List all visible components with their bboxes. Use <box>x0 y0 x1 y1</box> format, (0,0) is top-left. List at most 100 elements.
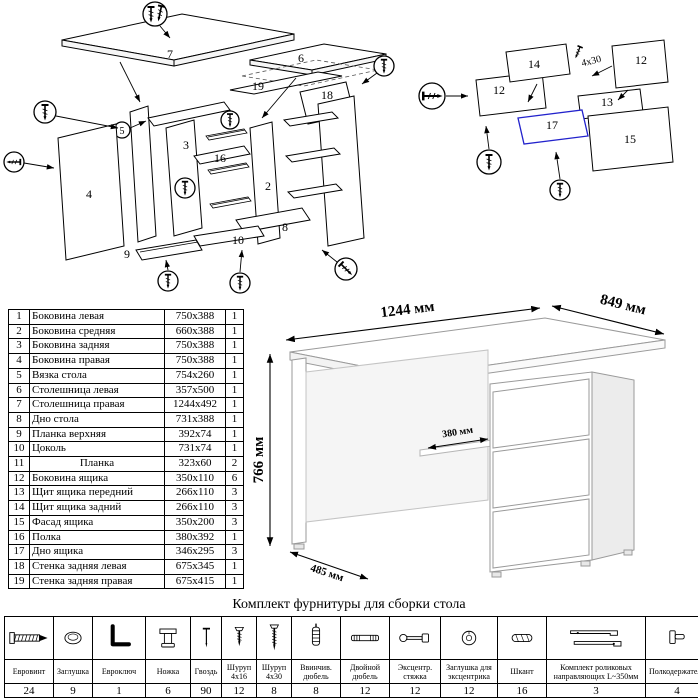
furniture-panel <box>135 239 203 261</box>
parts-cell-qty: 1 <box>225 426 244 443</box>
hardware-item-name: Двойной дюбель <box>340 659 390 684</box>
nail-icon <box>190 616 222 660</box>
hardware-item-name: Шуруп 4x16 <box>221 659 257 684</box>
hardware-item-qty: 12 <box>221 683 257 698</box>
parts-cell-size: 731x74 <box>164 441 226 458</box>
screw-4x16-icon <box>221 616 257 660</box>
parts-cell-num: 7 <box>8 397 30 413</box>
parts-cell-name: Столешница правая <box>29 397 165 413</box>
parts-cell-num: 14 <box>8 500 30 516</box>
screw-4x30-icon <box>256 616 292 660</box>
leader-arrow <box>321 249 338 263</box>
part-label: 9 <box>124 247 130 261</box>
dimension-side: 485 мм <box>309 562 346 584</box>
parts-cell-name: Фасад ящика <box>29 514 165 531</box>
desk-render: 1244 мм 849 мм 766 мм 380 мм 485 мм <box>251 292 666 584</box>
hardware-item-name: Гвоздь <box>190 659 222 684</box>
furniture-panel <box>129 105 157 243</box>
parts-cell-name: Боковина правая <box>29 353 165 369</box>
parts-cell-num: 11 <box>8 456 30 472</box>
part-label: 19 <box>252 79 264 93</box>
exploded-diagrams: 7 6 19 18 5 3 <box>3 1 674 294</box>
parts-cell-name: Цоколь <box>29 441 165 458</box>
furniture-panel <box>193 225 265 247</box>
parts-cell-qty: 1 <box>225 323 244 340</box>
parts-cell-size: 750x388 <box>164 309 226 325</box>
parts-cell-num: 5 <box>8 367 30 384</box>
part-label: 5 <box>120 126 125 137</box>
part-label: 10 <box>232 233 244 247</box>
hardware-item-qty: 12 <box>340 683 390 698</box>
parts-cell-size: 392x74 <box>164 426 226 443</box>
hardware-item-name: Полкодержатель <box>645 659 698 684</box>
panel-drawer-bottom <box>517 109 589 145</box>
hardware-item-name: Шкант <box>497 659 547 684</box>
parts-cell-size: 660x388 <box>164 323 226 340</box>
parts-cell-qty: 3 <box>225 514 244 531</box>
roller-guides-icon <box>546 616 646 660</box>
parts-cell-num: 2 <box>8 323 30 340</box>
furniture-panel <box>57 123 125 261</box>
furniture-panel <box>229 71 343 95</box>
parts-cell-name: Боковина средняя <box>29 323 165 340</box>
parts-cell-name: Стенка задняя левая <box>29 558 165 575</box>
part-label: 4 <box>86 187 92 201</box>
part-label: 12 <box>635 53 647 67</box>
parts-cell-size: 731x388 <box>164 411 226 428</box>
leader-arrow <box>591 65 613 77</box>
furniture-panel <box>235 207 311 233</box>
parts-cell-num: 3 <box>8 338 30 355</box>
dimension-depth: 849 мм <box>598 292 647 319</box>
leader-arrow <box>119 61 141 103</box>
hardware-item-name: Заглушка <box>53 659 93 684</box>
parts-cell-size: 346x295 <box>164 544 226 560</box>
part-label: 18 <box>321 88 333 102</box>
leader-arrow <box>484 125 490 150</box>
part-label: 13 <box>601 95 613 109</box>
leader-arrow <box>55 115 119 130</box>
hardware-item-qty: 3 <box>546 683 646 698</box>
hardware-item-name: Шуруп 4x30 <box>256 659 292 684</box>
wood-dowel-icon <box>497 616 547 660</box>
furniture-panel <box>611 39 669 89</box>
parts-cell-num: 8 <box>8 411 30 428</box>
parts-cell-num: 15 <box>8 514 30 531</box>
panel-tabletop <box>61 13 295 61</box>
parts-cell-qty: 3 <box>225 500 244 516</box>
parts-cell-name: Столешница левая <box>29 382 165 399</box>
parts-cell-size: 350x110 <box>164 470 226 487</box>
part-label: 7 <box>167 47 173 61</box>
hardware-icons-row <box>4 616 698 660</box>
parts-cell-qty: 1 <box>225 573 244 590</box>
part-label: 3 <box>183 138 189 152</box>
hardware-item-name: Евровинт <box>4 659 54 684</box>
parts-cell-num: 1 <box>8 309 30 325</box>
parts-cell-size: 754x260 <box>164 367 226 384</box>
leader-arrow <box>527 83 538 103</box>
parts-cell-name: Боковина задняя <box>29 338 165 355</box>
parts-cell-name: Щит ящика передний <box>29 485 165 502</box>
leader-arrow <box>554 151 561 180</box>
eccentric-bolt-icon <box>389 616 441 660</box>
parts-cell-num: 12 <box>8 470 30 487</box>
leader-arrow <box>23 162 55 170</box>
hardware-item-qty: 1 <box>92 683 146 698</box>
hardware-item-qty: 4 <box>645 683 698 698</box>
leader-arrow <box>238 249 245 273</box>
furniture-panel <box>286 183 344 199</box>
leader-arrow <box>129 120 147 129</box>
parts-cell-qty: 1 <box>225 411 244 428</box>
hardware-item-qty: 9 <box>53 683 93 698</box>
parts-cell-num: 4 <box>8 353 30 369</box>
